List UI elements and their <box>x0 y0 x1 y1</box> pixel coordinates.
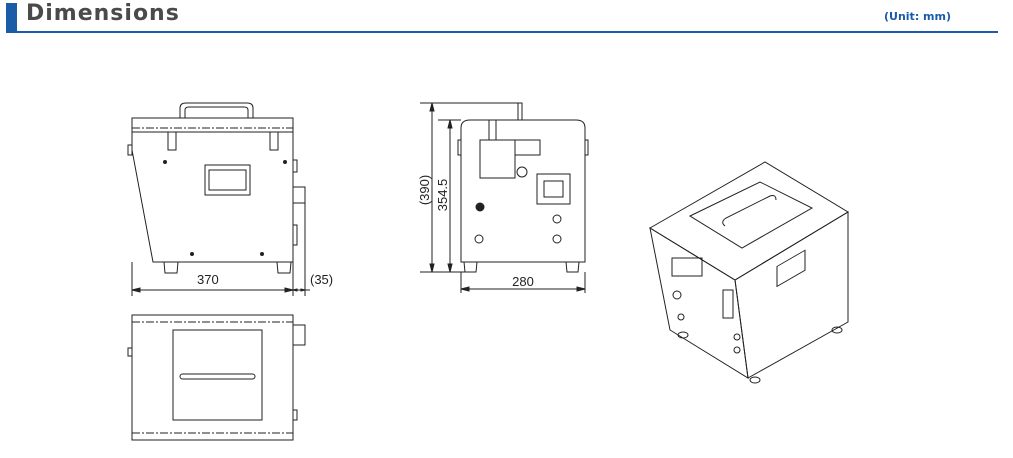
front-width-label: 280 <box>512 274 534 289</box>
side-view-drawing <box>127 102 310 296</box>
isometric-view-drawing <box>649 161 849 384</box>
body-height-label: 354.5 <box>435 179 450 212</box>
page-title: Dimensions <box>26 1 180 26</box>
unit-label: (Unit: mm) <box>884 10 951 23</box>
header-accent-square <box>6 3 17 31</box>
header-divider <box>6 31 998 33</box>
front-view-drawing <box>420 102 589 293</box>
side-width-label: 370 <box>197 272 219 287</box>
overall-height-label: (390) <box>417 175 432 205</box>
top-view-drawing <box>127 314 306 441</box>
connector-depth-label: (35) <box>310 272 333 287</box>
